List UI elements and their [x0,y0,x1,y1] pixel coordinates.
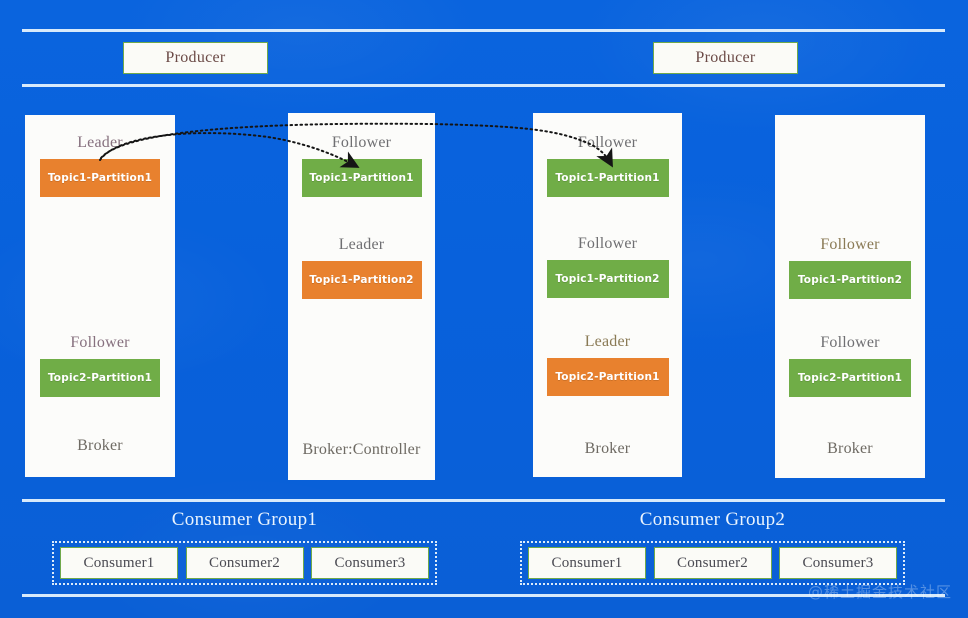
consumer-item[interactable]: Consumer1 [528,547,646,579]
broker-slot-2: Follower Topic1-Partition2 [533,234,682,298]
consumer-group-2-title: Consumer Group2 [639,509,786,530]
broker-slot-3 [288,335,435,355]
broker-slot-2 [25,233,175,253]
partition-box[interactable]: Topic1-Partition1 [301,159,422,197]
rule-top [22,29,945,32]
broker-slot-3: Follower Topic2-Partition1 [25,333,175,397]
broker-slot-1: Follower Topic1-Partition1 [533,133,682,197]
slot-role-label: Follower [331,134,392,151]
slot-role-label: Leader [77,134,123,151]
broker-slot-1 [775,133,925,153]
partition-box[interactable]: Topic2-Partition1 [546,358,669,396]
partition-box[interactable]: Topic1-Partition1 [546,159,669,197]
consumer-item[interactable]: Consumer3 [311,547,429,579]
broker-slot-1: Follower Topic1-Partition1 [288,133,435,197]
consumer-group-1-box[interactable]: Consumer1 Consumer2 Consumer3 [52,541,437,585]
partition-box[interactable]: Topic1-Partition2 [546,260,669,298]
broker-footer-label: Broker [77,437,123,454]
partition-box[interactable]: Topic2-Partition1 [40,359,160,397]
rule-bottom [22,594,945,597]
broker-panel-2[interactable]: Follower Topic1-Partition1 Leader Topic1… [288,113,435,480]
slot-role-label: Follower [820,334,880,351]
consumer-item[interactable]: Consumer2 [653,547,772,579]
producer-label: Producer [695,49,756,66]
slot-role-label: Follower [577,134,638,151]
partition-box[interactable]: Topic1-Partition1 [40,159,160,197]
rule-producer-bottom [22,84,945,87]
partition-box[interactable]: Topic1-Partition2 [301,261,422,299]
broker-slot-3: Leader Topic2-Partition1 [533,332,682,396]
broker-panel-3[interactable]: Follower Topic1-Partition1 Follower Topi… [533,113,682,477]
slot-role-label: Leader [338,236,385,253]
slot-role-label: Leader [584,333,631,350]
producer-box-1[interactable]: Producer [123,42,268,74]
broker-panel-4[interactable]: Follower Topic1-Partition2 Follower Topi… [775,115,925,478]
broker-slot-2: Leader Topic1-Partition2 [288,235,435,299]
broker-slot-3: Follower Topic2-Partition1 [775,333,925,397]
broker-slot-2: Follower Topic1-Partition2 [775,235,925,299]
partition-box[interactable]: Topic1-Partition2 [789,261,911,299]
broker-slot-1: Leader Topic1-Partition1 [25,133,175,197]
broker-panel-1[interactable]: Leader Topic1-Partition1 Follower Topic2… [25,115,175,477]
consumer-item[interactable]: Consumer1 [60,547,178,579]
slot-role-label: Follower [820,236,880,253]
rule-consumer-top [22,499,945,502]
site-watermark: @稀土掘金技术社区 [807,583,952,601]
producer-box-2[interactable]: Producer [653,42,798,74]
broker-footer-label: Broker [827,440,873,457]
producer-label: Producer [165,49,226,66]
broker-footer-label: Broker [584,440,631,457]
consumer-item[interactable]: Consumer2 [185,547,304,579]
broker-footer-label: Broker:Controller [302,441,421,458]
consumer-group-1-title: Consumer Group1 [171,509,318,530]
consumer-group-2-box[interactable]: Consumer1 Consumer2 Consumer3 [520,541,905,585]
slot-role-label: Follower [577,235,638,252]
slot-role-label: Follower [70,334,130,351]
consumer-item[interactable]: Consumer3 [779,547,897,579]
partition-box[interactable]: Topic2-Partition1 [789,359,911,397]
